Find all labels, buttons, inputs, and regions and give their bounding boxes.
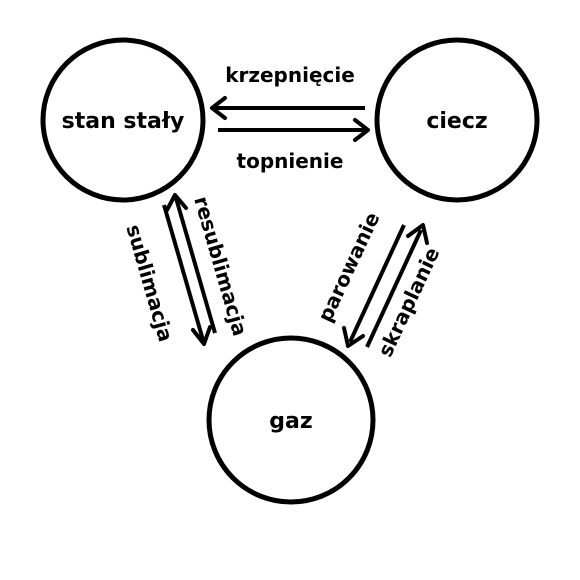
arrow-vaporization	[342, 224, 406, 348]
arrow-sublimation-line	[162, 204, 205, 341]
arrow-deposition-head	[165, 193, 188, 212]
arrow-sublimation	[162, 204, 212, 346]
label-freezing: krzepnięcie	[225, 63, 355, 87]
label-deposition: resublimacja	[189, 193, 252, 338]
arrow-condensation	[365, 223, 429, 348]
label-vaporization: parowanie	[313, 208, 385, 325]
label-sublimation: sublimacja	[121, 222, 178, 345]
arrow-freezing	[210, 96, 365, 120]
node-gas-circle	[206, 335, 376, 505]
node-liquid-label: ciecz	[426, 109, 487, 134]
arrow-condensation-head	[406, 223, 429, 245]
node-gas-label: gaz	[269, 409, 312, 434]
arrow-vaporization-line	[348, 224, 406, 343]
arrow-sublimation-head	[191, 325, 212, 346]
arrow-melting	[218, 118, 370, 142]
node-gas: gaz	[206, 335, 376, 505]
arrow-freezing-head	[210, 96, 227, 120]
node-solid-circle	[40, 37, 206, 203]
arrow-deposition-line	[174, 197, 217, 334]
arrow-vaporization-head	[342, 326, 365, 348]
arrow-deposition	[165, 193, 217, 334]
label-melting: topnienie	[237, 149, 344, 173]
node-solid-label: stan stały	[62, 109, 185, 134]
arrow-condensation-line	[365, 229, 423, 348]
node-solid: stan stały	[40, 37, 206, 203]
node-liquid: ciecz	[374, 37, 540, 203]
node-liquid-circle	[374, 37, 540, 203]
arrow-melting-head	[353, 118, 370, 142]
